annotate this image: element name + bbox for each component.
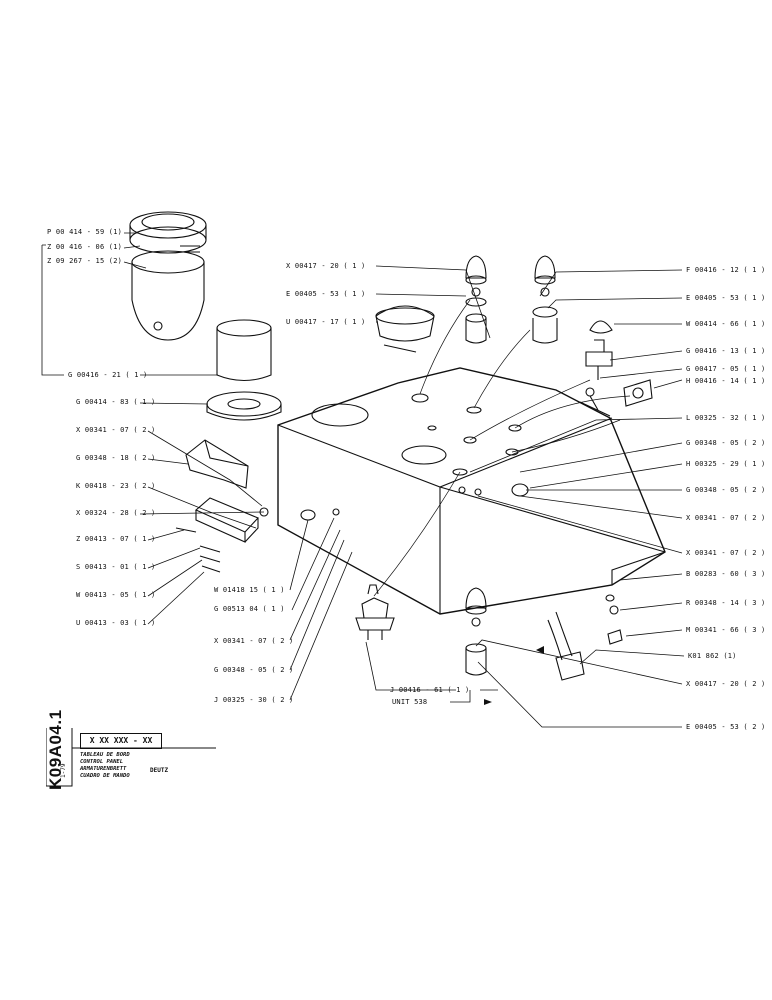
brand-name: DEUTZ (150, 767, 169, 774)
label-e00405-53-bottom: E 00405 - 53 ( 2 ) (686, 723, 766, 731)
title-block-frame (46, 728, 216, 787)
description-fr: TABLEAU DE BORD (80, 752, 130, 758)
label-g00513-04: G 00513 04 ( 1 ) (214, 605, 285, 613)
label-x00417-20-top: X 00417 - 20 ( 1 ) (286, 262, 366, 270)
label-g00416-21: G 00416 - 21 ( 1 ) (68, 371, 148, 379)
cap (589, 320, 613, 334)
plug-connector (547, 611, 585, 681)
label-k00418-23: K 00418 - 23 ( 2 ) (76, 482, 156, 490)
label-x00341-07-bottom: X 00341 - 07 ( 2 ) (214, 637, 294, 645)
label-g00348-05-bottom: G 00348 - 05 ( 2 ) (214, 666, 294, 674)
warning-lamp-bottom (465, 587, 487, 676)
switch-block (175, 497, 269, 543)
label-z00416-06: Z 00 416 - 06 (1) (47, 243, 123, 251)
label-e00405-53-right: E 00405 - 53 ( 1 ) (686, 294, 766, 302)
warning-lamp-right (532, 255, 558, 344)
label-w00414-66: W 00414 - 66 ( 1 ) (686, 320, 766, 328)
label-g00348-18: G 00348 - 18 ( 2 ) (76, 454, 156, 462)
label-z09267-15: Z 09 267 - 15 (2) (47, 257, 123, 265)
label-x00324-28: X 00324 - 28 ( 2 ) (76, 509, 156, 517)
label-x00341-07-r2: X 00341 - 07 ( 2 ) (686, 549, 766, 557)
label-z00413-07: Z 00413 - 07 ( 1 ) (76, 535, 156, 543)
label-unit-538: UNIT 538 (392, 698, 428, 706)
description-en: CONTROL PANEL (80, 759, 124, 765)
label-l00325-32: L 00325 - 32 ( 1 ) (686, 414, 766, 422)
label-j00416-61: J 00416 - 61 ( 1 ) (390, 686, 470, 694)
ignition-switch (355, 584, 395, 640)
switch-bracket (185, 439, 249, 489)
label-m00341-66: M 00341 - 66 ( 3 ) (686, 626, 766, 634)
gauge-assembly (129, 211, 207, 341)
label-e00405-53-left: E 00405 - 53 ( 1 ) (286, 290, 366, 298)
key-switch (623, 379, 653, 407)
label-g00417-05: G 00417 - 05 ( 1 ) (686, 365, 766, 373)
label-x00417-20-bottom: X 00417 - 20 ( 2 ) (686, 680, 766, 688)
label-w00413-05: W 00413 - 05 ( 1 ) (76, 591, 156, 599)
nut (607, 605, 623, 645)
description-de: ARMATURENBRETT (80, 766, 127, 772)
dashboard-housing (277, 367, 666, 615)
label-h00325-29: H 00325 - 29 ( 1 ) (686, 460, 766, 468)
description-es: CUADRO DE MANDO (80, 773, 130, 779)
switch-holder (375, 305, 435, 353)
label-s00413-01: S 00413 - 01 ( 1 ) (76, 563, 156, 571)
label-k01862: K01 862 (1) (688, 652, 737, 660)
label-w01418-15: W 01418 15 ( 1 ) (214, 586, 285, 594)
label-g00416-13: G 00416 - 13 ( 1 ) (686, 347, 766, 355)
label-r00348-14: R 00348 - 14 ( 3 ) (686, 599, 766, 607)
label-g00348-05-r2: G 00348 - 05 ( 2 ) (686, 486, 766, 494)
label-g00348-05-r1: G 00348 - 05 ( 2 ) (686, 439, 766, 447)
label-f00416-12: F 00416 - 12 ( 1 ) (686, 266, 766, 274)
label-g00414-83: G 00414 - 83 ( 1 ) (76, 398, 156, 406)
toggle-switch (579, 339, 613, 417)
label-p00414-59: P 00 414 - 59 (1) (47, 228, 123, 236)
label-j00325-30: J 00325 - 30 ( 2 ) (214, 696, 294, 704)
label-x00341-07-r1: X 00341 - 07 ( 2 ) (686, 514, 766, 522)
terminal-pins (199, 545, 221, 573)
label-b00283-60: B 00283 - 60 ( 3 ) (686, 570, 766, 578)
gauge-cup (206, 319, 282, 421)
label-u00413-03: U 00413 - 03 ( 1 ) (76, 619, 156, 627)
label-x00341-07-top: X 00341 - 07 ( 2 ) (76, 426, 156, 434)
label-u00417-17: U 00417 - 17 ( 1 ) (286, 318, 366, 326)
label-h00416-14: H 00416 - 14 ( 1 ) (686, 377, 766, 385)
